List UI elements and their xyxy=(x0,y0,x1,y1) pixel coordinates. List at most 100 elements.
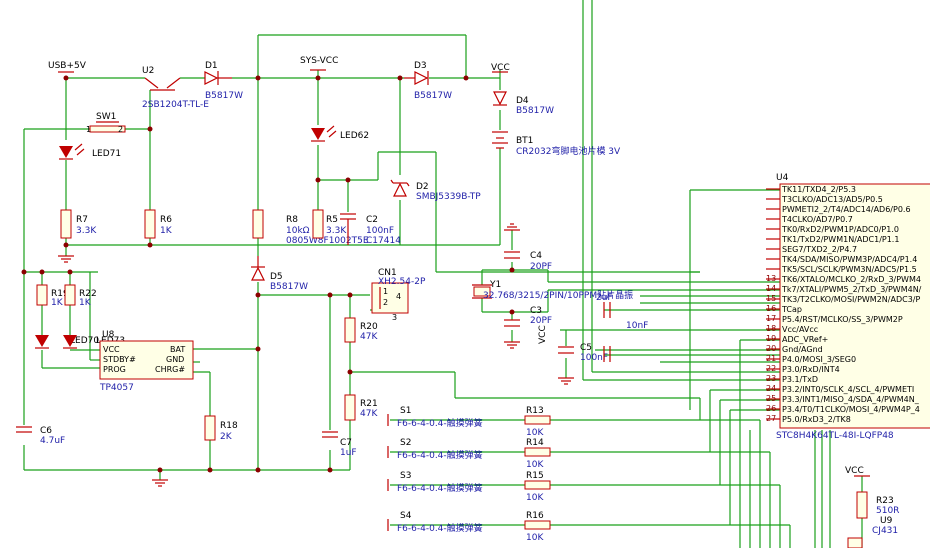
net-labels: USB+5V SYS-VCC VCC VCC VCC xyxy=(48,56,870,477)
u4-pin-label: P5.4/RST/MCLKO/SS_3/PWM2P xyxy=(782,315,903,324)
u4-pin-label: PWMETI2_2/T4/ADC14/AD6/P0.6 xyxy=(782,205,911,214)
switch-resistor xyxy=(524,415,551,425)
d2-value: SMBJ5339B-TP xyxy=(416,192,481,202)
u9-ref: U9 xyxy=(880,516,893,526)
c3-value: 20PF xyxy=(530,316,552,326)
u4-pin-number: 15 xyxy=(766,294,776,303)
cn1-pin3: 3 xyxy=(392,313,397,322)
u4-pin-number: 16 xyxy=(766,304,776,313)
u4-pin-number: 23 xyxy=(766,374,776,383)
u4-pin-label: P3.0/RxD/INT4 xyxy=(782,365,840,374)
r21-value: 47K xyxy=(360,409,378,419)
c5-ref: C5 xyxy=(580,343,592,353)
cn1-ref: CN1 xyxy=(378,268,397,278)
u4-pin-label: ADC_VRef+ xyxy=(782,335,828,344)
u8-charger-ic: U8 VCC STDBY# PROG BAT GND CHRG# TP4057 xyxy=(99,330,194,393)
net-vcc-top: VCC xyxy=(491,63,510,73)
u4-pin-number: 27 xyxy=(766,414,776,423)
u8-pin-chrg: CHRG# xyxy=(155,365,185,374)
d3-diode: D3 B5817W xyxy=(404,61,452,101)
led62-ref: LED62 xyxy=(340,131,369,141)
r18-ref: R18 xyxy=(220,421,238,431)
u4-pin-number: 19 xyxy=(766,334,776,343)
r5-resistor: R5 3.3K xyxy=(312,209,347,239)
switch-resistor xyxy=(524,520,551,530)
led62: LED62 xyxy=(311,125,369,142)
bt1-ref: BT1 xyxy=(516,136,533,146)
ground-icon xyxy=(558,377,574,385)
u2-value: 2SB1204T-TL-E xyxy=(142,100,209,110)
u4-pin-label: Vcc/AVcc xyxy=(782,325,818,334)
d5-ref: D5 xyxy=(270,272,283,282)
c1-capacitor: 2uF xyxy=(596,293,613,318)
sw1-switch: SW1 1 2 xyxy=(86,112,126,134)
sw1-ref: SW1 xyxy=(96,112,116,122)
ground-icon xyxy=(58,255,74,263)
r22-ref: R22 xyxy=(79,289,97,299)
switch-resistor-ref: R16 xyxy=(526,511,544,521)
c5-value: 100nF xyxy=(580,353,608,363)
r8-resistor: R8 10kΩ 0805W8F1002T5E xyxy=(252,209,369,246)
u4-pin-list: TK11/TXD4_2/P5.3T3CLKO/ADC13/AD5/P0.5PWM… xyxy=(766,185,922,424)
u4-pin-label: T4CLKO/AD7/P0.7 xyxy=(781,215,853,224)
u4-pin-number: 18 xyxy=(766,324,776,333)
junctions xyxy=(21,75,515,473)
c4-capacitor: C4 20PF xyxy=(504,251,552,272)
u9-value: CJ431 xyxy=(872,526,898,536)
r23-resistor: R23 510R xyxy=(856,491,899,519)
r19-resistor: R19 1K xyxy=(36,284,69,308)
u4-pin-number: 20 xyxy=(766,344,776,353)
u4-pin-label: TK0/RxD2/PWM1P/ADC0/P1.0 xyxy=(781,225,899,234)
switch-resistor-ref: R13 xyxy=(526,406,544,416)
switch-value: F6-6-4-0.4-触摸弹簧 xyxy=(397,522,483,534)
u4-pin-label: Tk7/XTALI/PWM5_2/TxD_3/PWM4N/ xyxy=(781,285,922,294)
u8-pin-prog: PROG xyxy=(103,365,126,374)
r7-resistor: R7 3.3K xyxy=(60,209,97,239)
u4-pin-label: SEG7/TXD2_2/P4.7 xyxy=(782,245,857,254)
d3-value: B5817W xyxy=(414,91,452,101)
u4-pin-number: 17 xyxy=(766,314,776,323)
u4-pin-label: P3.4/T0/T1CLKO/MOSI_4/PWM4P_4 xyxy=(782,405,920,414)
y1-ref: Y1 xyxy=(489,280,501,290)
r20-ref: R20 xyxy=(360,322,378,332)
switch-resistor-ref: R15 xyxy=(526,471,544,481)
bt1-value: CR2032弯脚电池片模 3V xyxy=(516,145,621,157)
u4-pin-label: TK3/T2CLKO/MOSI/PWM2N/ADC3/P xyxy=(781,295,920,304)
r18-resistor: R18 2K xyxy=(204,415,238,442)
u4-pin-label: TK11/TXD4_2/P5.3 xyxy=(781,185,856,194)
switch-resistor xyxy=(524,447,551,457)
u4-pin-label: TK6/XTALO/MCLKO_2/RxD_3/PWM4 xyxy=(781,275,921,284)
d4-diode: D4 B5817W xyxy=(493,91,554,116)
u8-pin-bat: BAT xyxy=(170,345,185,354)
u8-pin-gnd: GND xyxy=(166,355,184,364)
switch-resistor xyxy=(524,480,551,490)
y1-crystal: Y1 32.768/3215/2PIN/10PPM贴片晶振 xyxy=(472,280,633,301)
u4-pin-label: TK1/TxD2/PWM1N/ADC1/P1.1 xyxy=(781,235,899,244)
u4-pin-label: P3.3/INT1/MISO_4/SDA_4/PWM4N_ xyxy=(782,395,920,404)
led71: LED71 xyxy=(59,143,121,160)
r21-resistor: R21 47K xyxy=(344,394,378,421)
switch-resistor-value: 10K xyxy=(526,428,544,438)
u4-pin-label: P4.0/MOSI_3/SEG0 xyxy=(782,355,856,364)
r19-value: 1K xyxy=(51,298,64,308)
r21-ref: R21 xyxy=(360,399,378,409)
r5-value: 3.3K xyxy=(326,226,347,236)
c3-capacitor: C3 20PF xyxy=(504,306,552,327)
u4-pin-number: 24 xyxy=(766,384,776,393)
u8-pin-stdby: STDBY# xyxy=(103,355,136,364)
touch-switch-list: S1F6-6-4-0.4-触摸弹簧R1310KS2F6-6-4-0.4-触摸弹簧… xyxy=(387,406,551,543)
r6-value: 1K xyxy=(160,226,173,236)
c4-ref: C4 xyxy=(530,251,542,261)
bt1-battery: BT1 CR2032弯脚电池片模 3V xyxy=(492,131,621,157)
cn1-pin2: 2 xyxy=(383,298,388,307)
r20-value: 47K xyxy=(360,332,378,342)
u4-pin-label: TK4/SDA/MISO/PWM3P/ADC4/P1.4 xyxy=(781,255,917,264)
c5-capacitor: C5 100nF xyxy=(558,343,608,363)
c6-capacitor: C6 4.7uF xyxy=(16,426,65,446)
net-vcc-bottom: VCC xyxy=(845,466,864,476)
u8-value: TP4057 xyxy=(99,383,134,393)
c6-ref: C6 xyxy=(40,426,52,436)
ground-icon xyxy=(504,223,520,231)
